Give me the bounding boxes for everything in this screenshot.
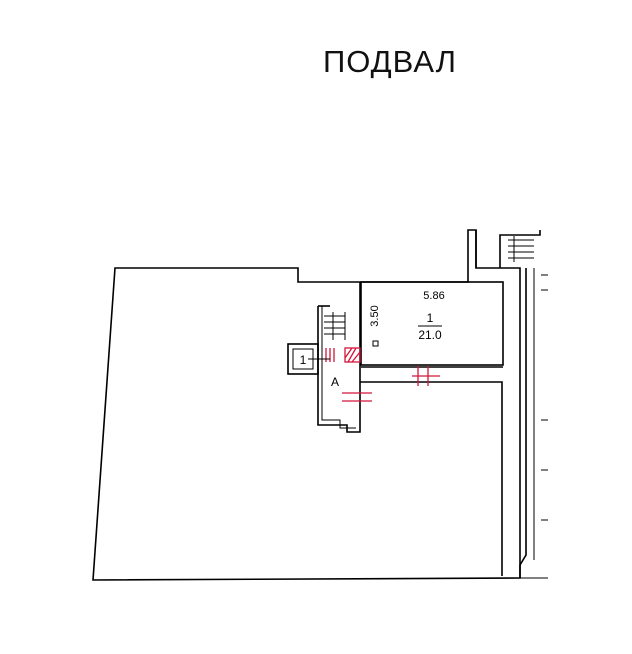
room-marker: [372, 340, 379, 347]
stair-box-label: 1: [300, 353, 307, 367]
door-markings: [325, 347, 440, 402]
stair-wall-inner: [321, 306, 356, 429]
stair-steps: [324, 312, 346, 340]
room-number: 1: [427, 311, 434, 325]
room-1-outline: [360, 281, 504, 366]
floor-plan-title: ПОДВАЛ: [322, 44, 458, 79]
stair-wall-left: [317, 282, 361, 433]
inner-wall: [360, 381, 503, 576]
room-area: 21.0: [418, 328, 442, 342]
entrance-label: А: [331, 375, 339, 389]
adjacent-structure: [475, 230, 548, 579]
room-height-dimension: 3.50: [369, 305, 381, 326]
room-width-dimension: 5.86: [423, 290, 444, 302]
